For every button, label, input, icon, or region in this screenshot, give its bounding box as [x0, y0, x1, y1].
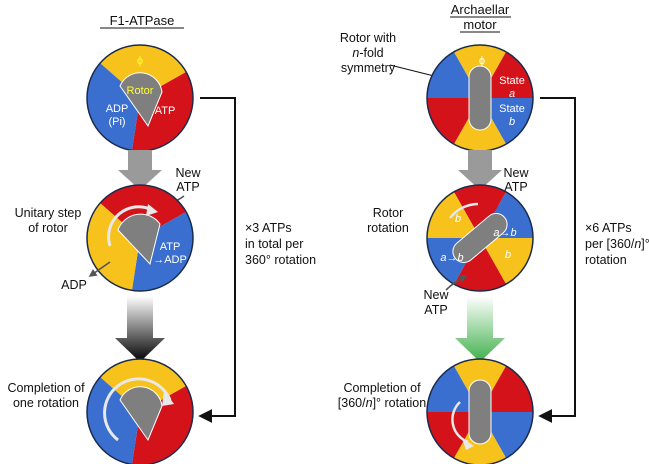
f1-bracket-3: 360° rotation: [245, 253, 316, 267]
arch-bracket-2: per [360/n]°: [585, 237, 649, 251]
arch-completion-2a: [360/: [338, 396, 366, 410]
arch-new-atp-bot-arrow: [445, 275, 468, 291]
f1-rotor-shape: [119, 72, 163, 128]
arch-b-1: b: [455, 213, 461, 225]
arch-disc-3: [426, 358, 534, 464]
f1-completion-1: Completion of: [7, 381, 85, 395]
arch-title-2: motor: [463, 17, 497, 32]
arch-state-b-2: b: [509, 116, 515, 128]
f1-completion-2: one rotation: [13, 396, 79, 410]
arch-bracket-2b: n: [634, 237, 641, 251]
arch-green-arrow: [455, 296, 505, 362]
f1-unitary-1: Unitary step: [15, 206, 82, 220]
f1-rotor-label: Rotor: [127, 85, 154, 97]
arch-new-atp-bot-2: ATP: [424, 303, 447, 317]
arch-disc-1: [426, 44, 534, 152]
f1-phi-label: ϕ: [137, 55, 143, 67]
f1-unitary-2: of rotor: [28, 221, 68, 235]
arch-completion-1: Completion of: [343, 381, 421, 395]
arch-ab-2: a→b: [440, 252, 463, 264]
arch-gray-arrow: [458, 150, 502, 190]
f1-adp-label: ADP: [106, 103, 129, 115]
arch-new-atp-bot-1: New: [423, 288, 449, 302]
f1-new-atp-2: ATP: [176, 180, 199, 194]
arch-bracket-1: ×6 ATPs: [585, 221, 632, 235]
arch-phi: ϕ: [479, 55, 485, 67]
arch-bracket-3: rotation: [585, 253, 627, 267]
arch-state-b-1: State: [499, 103, 525, 115]
arch-new-atp-top-1: New: [503, 166, 529, 180]
f1-bracket-2: in total per: [245, 237, 303, 251]
f1-disc-3: [86, 358, 194, 464]
arch-new-atp-top-2: ATP: [504, 180, 527, 194]
arch-bracket-arrow: [538, 97, 576, 423]
f1-gray-arrow: [118, 150, 162, 190]
arch-title-1: Archaellar: [451, 2, 510, 17]
f1-bracket-arrow: [198, 97, 236, 423]
f1-pi-label: (Pi): [108, 116, 125, 128]
arch-ab-1: a→b: [493, 227, 516, 239]
arch-rotor-n: n: [352, 46, 359, 60]
arch-rotor-label-1: Rotor with: [340, 31, 396, 45]
f1-atp-label: ATP: [155, 105, 176, 117]
arch-rotation-2: rotation: [367, 221, 409, 235]
f1-atp-adp-1: ATP: [160, 241, 181, 253]
arch-rotation-1: Rotor: [373, 206, 404, 220]
f1-atpase-title: F1-ATPase: [110, 13, 175, 28]
arch-completion-2c: ]° rotation: [373, 396, 427, 410]
arch-rotor-label-3: symmetry: [341, 61, 396, 75]
arch-completion-2: [360/n]° rotation: [338, 396, 426, 410]
arch-rotor-label-2: n-fold: [352, 46, 383, 60]
arch-bracket-2c: ]°: [641, 237, 649, 251]
arch-completion-2b: n: [366, 396, 373, 410]
f1-adp-arrow: [88, 261, 111, 277]
f1-disc-2: [86, 184, 194, 292]
f1-disc-1: [86, 44, 194, 152]
f1-new-atp-1: New: [175, 166, 201, 180]
f1-adp-out: ADP: [61, 278, 87, 292]
arch-rotor-fold: -fold: [359, 46, 383, 60]
f1-black-arrow: [115, 296, 165, 362]
f1-atp-adp-2: →ADP: [153, 254, 187, 266]
arch-state-a-1: State: [499, 75, 525, 87]
arch-b-2: b: [505, 249, 511, 261]
arch-bracket-2a: per [360/: [585, 237, 635, 251]
arch-disc-2: [426, 184, 534, 292]
f1-bracket-1: ×3 ATPs: [245, 221, 292, 235]
arch-state-a-2: a: [509, 88, 515, 100]
